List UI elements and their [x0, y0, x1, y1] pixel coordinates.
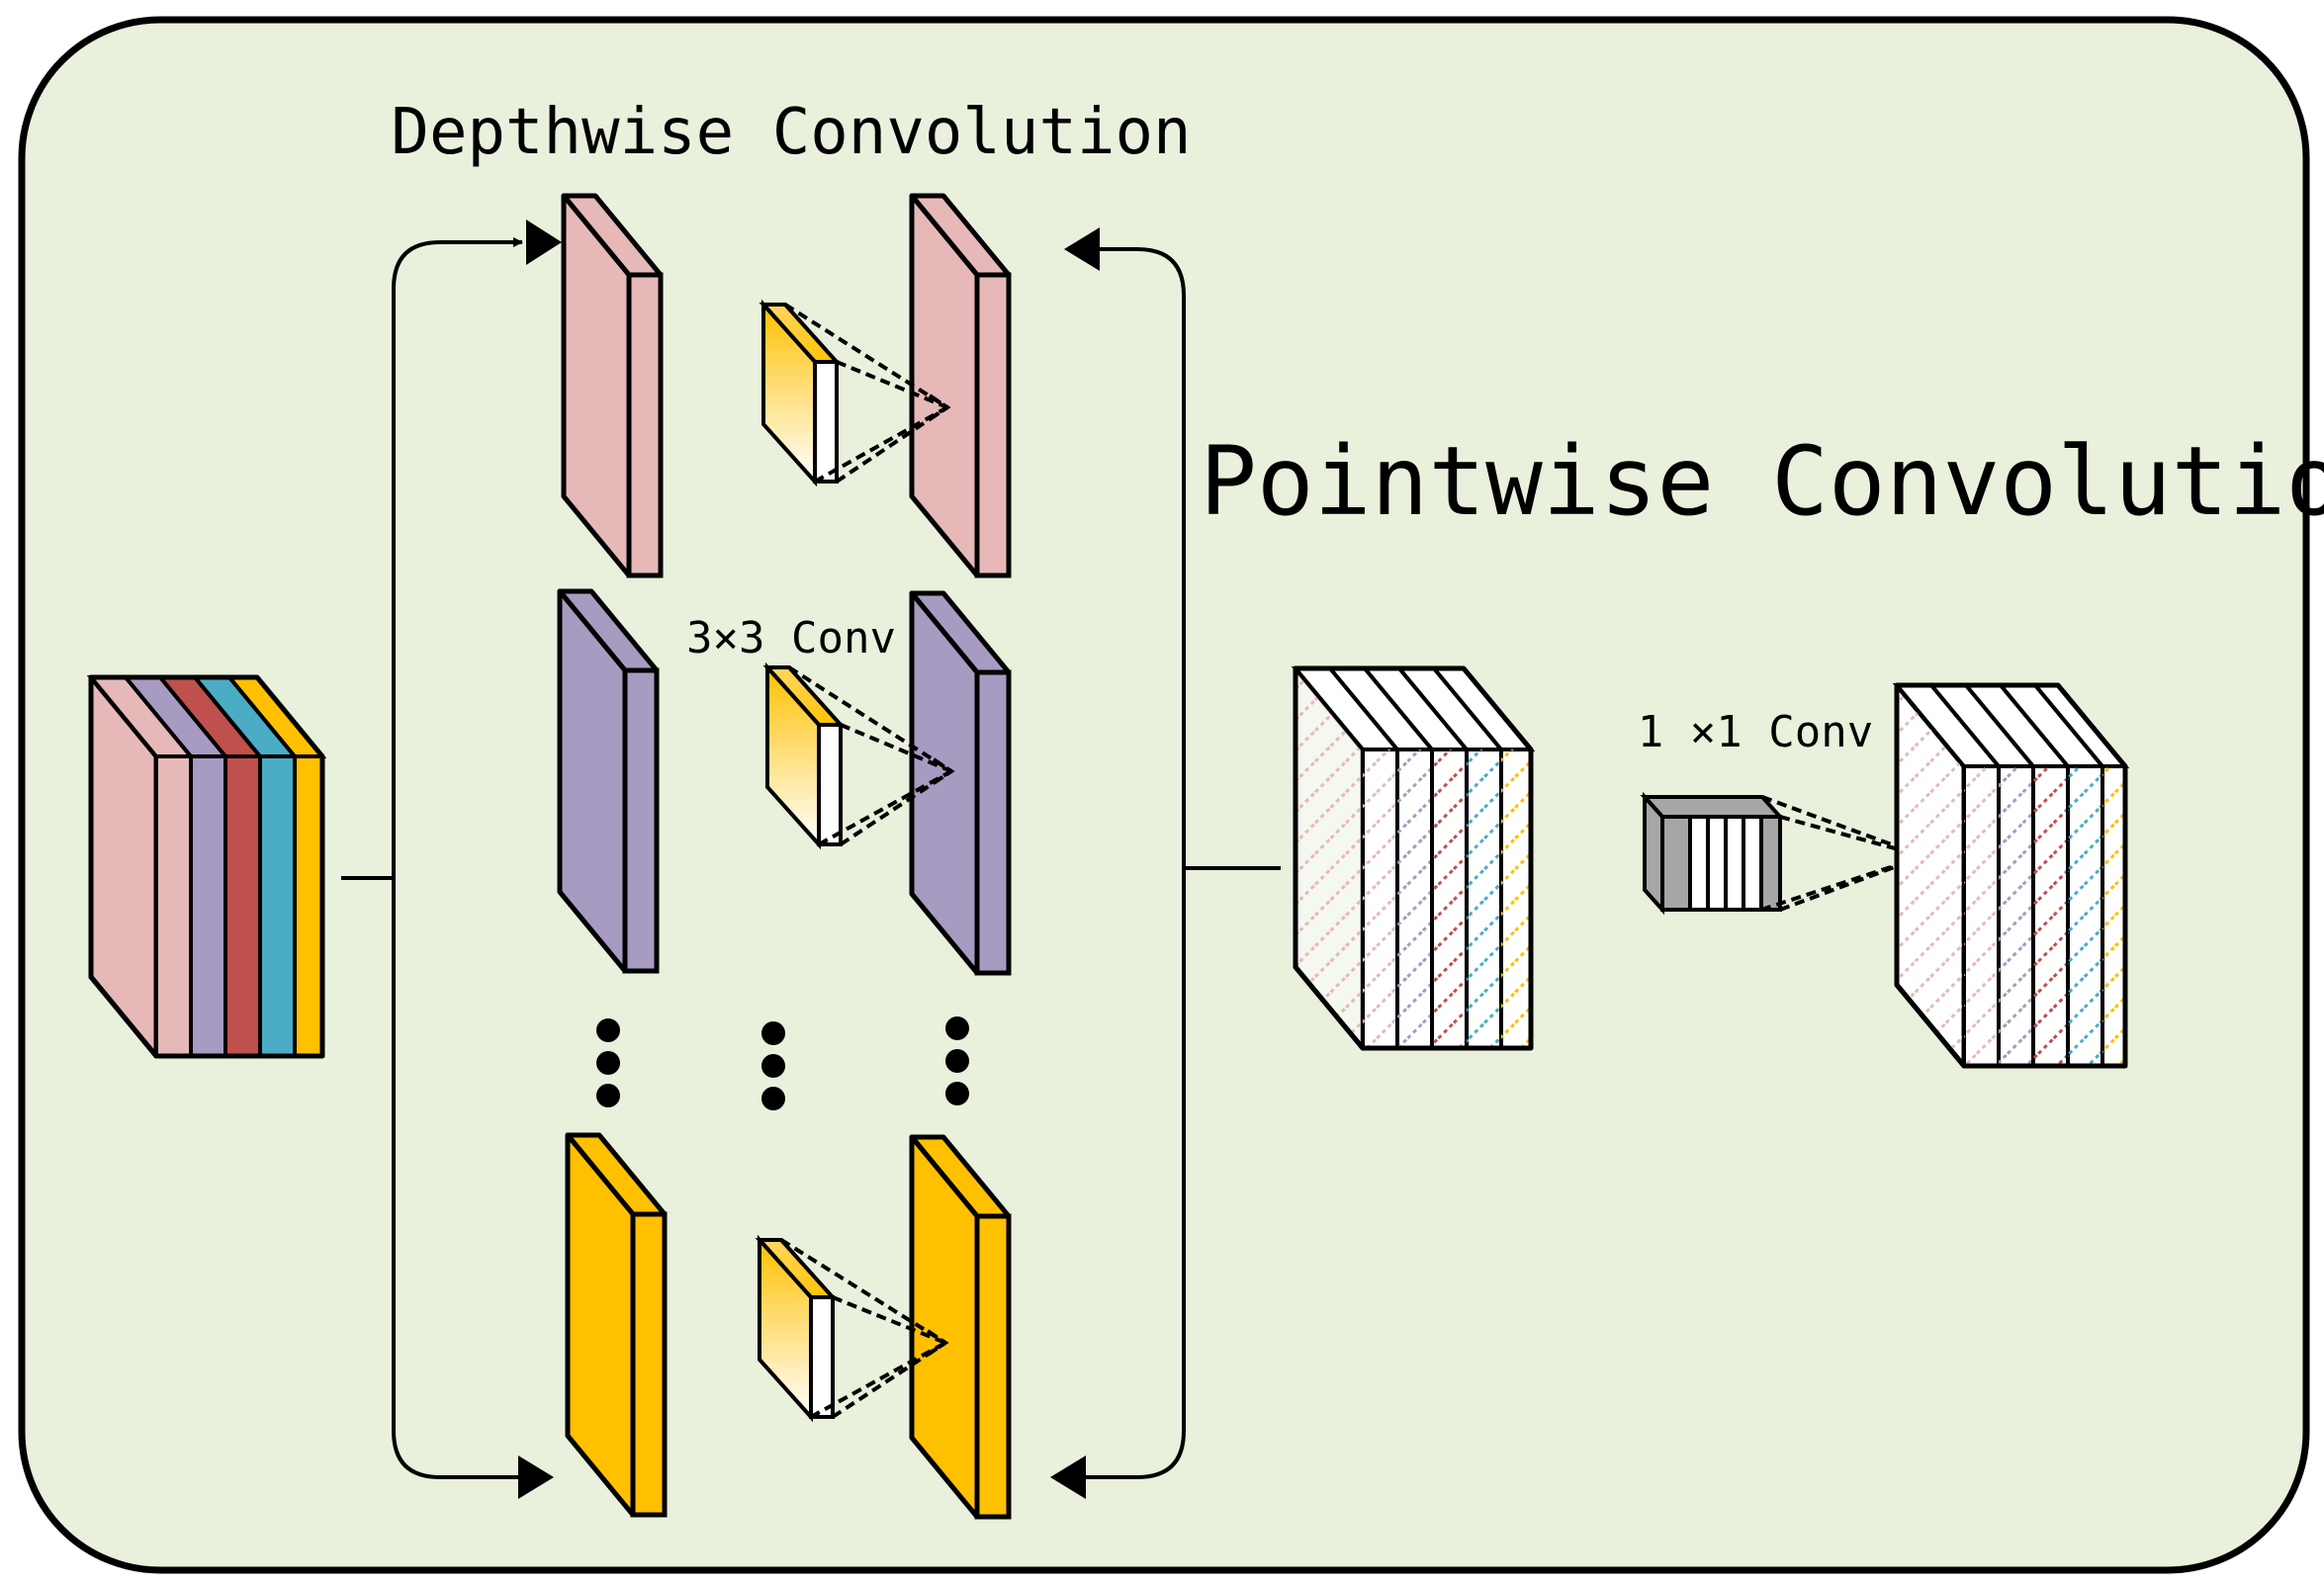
depthwise-input-channel-purple: [557, 588, 660, 974]
input-feature-map: [86, 674, 327, 1059]
depthwise-title: Depthwise Convolution: [391, 96, 1191, 169]
depthwise-output-channel-purple: [909, 590, 1012, 976]
arrowhead-bottom-right: [1050, 1455, 1086, 1499]
kernel-1x1-label: 1 ×1 Conv: [1638, 707, 1873, 757]
pointwise-title: Pointwise Convolution: [1200, 426, 2324, 537]
arrowhead-top-right: [1064, 227, 1100, 271]
projection-lines-pink: [783, 303, 951, 484]
projection-lines-yellow: [779, 1238, 949, 1419]
kernel-3x3-label: 3×3 Conv: [686, 613, 896, 663]
pointwise-kernel-1x1: [1640, 791, 1785, 916]
depthwise-input-channel-pink: [561, 193, 664, 578]
arrowhead-bottom-left: [518, 1455, 554, 1499]
pointwise-output-tensor: [1892, 682, 2130, 1069]
depthwise-input-channel-yellow: [565, 1132, 668, 1518]
split-connector: [341, 237, 550, 1482]
arrowhead-top-left: [526, 220, 562, 265]
depthwise-kernel-purple: [762, 661, 846, 850]
merge-connector: [1078, 247, 1281, 1479]
ellipsis-input-channels: [596, 1018, 620, 1107]
depthwise-output-channel-yellow: [909, 1134, 1012, 1520]
ellipsis-kernels: [761, 1021, 785, 1110]
depthwise-output-tensor: [1291, 665, 1536, 1051]
ellipsis-output-channels: [945, 1016, 969, 1105]
depthwise-output-channel-pink: [909, 193, 1012, 578]
projection-lines-purple: [787, 665, 955, 846]
